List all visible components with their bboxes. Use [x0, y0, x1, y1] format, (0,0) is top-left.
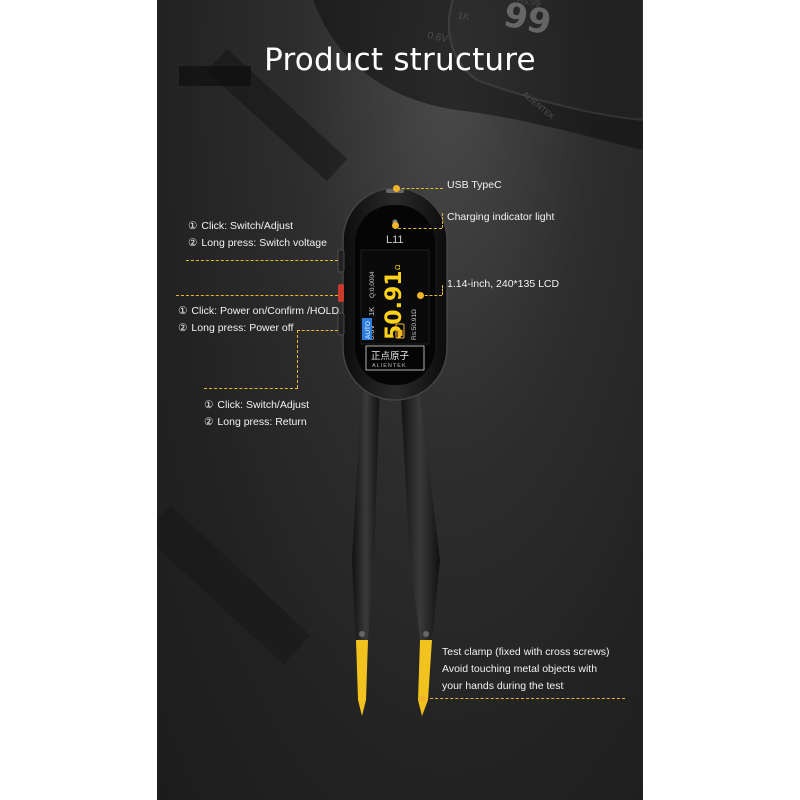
- leader-charging: [398, 228, 442, 229]
- power-button-click: Click: Power on/Confirm /HOLD: [191, 305, 340, 317]
- leader-top-button: [186, 260, 338, 261]
- left-arm: [352, 380, 380, 640]
- product-panel: 99 0.6V 1K Rs:99 ALIENTEK: [157, 0, 643, 800]
- side-button-power[interactable]: [338, 284, 344, 302]
- lcd-main-value: 50.91: [382, 270, 407, 340]
- leader-bottom-button-v: [297, 330, 298, 388]
- leader-bottom-button-h2: [204, 388, 298, 389]
- callout-clamp-line2: Avoid touching metal objects with: [442, 663, 598, 675]
- bottom-button-click: Click: Switch/Adjust: [217, 399, 310, 411]
- callout-lcd: 1.14-inch, 240*135 LCD: [447, 278, 560, 290]
- circled-two: ②: [204, 416, 214, 428]
- lcd-frequency: 1K: [367, 307, 376, 316]
- battery-level: [397, 330, 403, 336]
- brand-logo-box: [365, 345, 425, 371]
- leader-lcd: [420, 295, 442, 296]
- lcd-main-unit: Ω: [394, 264, 402, 270]
- ghost-label-voltage: 0.6V: [426, 30, 449, 45]
- leader-usb: [397, 188, 443, 189]
- right-screw: [423, 631, 429, 637]
- left-gold-tip: [356, 640, 368, 716]
- marker-usb: [393, 185, 400, 192]
- circled-one: ①: [188, 220, 198, 232]
- auto-badge-text: AUTO: [365, 321, 372, 339]
- marker-charging: [392, 222, 399, 229]
- leader-power-button: [176, 295, 338, 296]
- left-screw: [359, 631, 365, 637]
- leader-charging-v2: [442, 213, 443, 228]
- battery-icon: [395, 323, 405, 339]
- ghost-label-frequency: 1K: [456, 10, 471, 23]
- circled-two: ②: [188, 237, 198, 249]
- side-button-bottom[interactable]: [337, 312, 345, 336]
- callout-clamp-line1: Test clamp (fixed with cross screws): [442, 646, 610, 658]
- callout-usb-typec: USB TypeC: [447, 179, 502, 191]
- auto-badge: [362, 318, 372, 340]
- ghost-label-rs: Rs:99: [517, 0, 542, 9]
- page-title: Product structure: [264, 42, 536, 78]
- brand-name: ALIENTEK: [372, 363, 407, 369]
- bottom-button-long-press: Long press: Return: [217, 416, 307, 428]
- power-button-long-press: Long press: Power off: [191, 322, 294, 334]
- side-button-top[interactable]: [337, 249, 345, 273]
- watermark-mark: [179, 66, 251, 86]
- right-arm: [400, 380, 440, 640]
- leader-clamp: [425, 698, 625, 699]
- callout-charging-light: Charging indicator light: [447, 211, 555, 223]
- top-button-click: Click: Switch/Adjust: [201, 220, 294, 232]
- circled-one: ①: [178, 305, 188, 317]
- circled-one: ①: [204, 399, 214, 411]
- lcd-series-resistance: Rs:50.91Ω: [411, 309, 418, 340]
- model-label: L11: [386, 234, 404, 246]
- leader-bottom-button: [297, 330, 338, 331]
- top-button-long-press: Long press: Switch voltage: [201, 237, 327, 249]
- marker-lcd: [417, 292, 424, 299]
- marker-clamp: [419, 695, 426, 702]
- leader-lcd-v: [442, 285, 443, 295]
- brand-logo-text: 正点原子: [371, 351, 410, 362]
- lcd-q-value: Q:0.0004: [369, 271, 376, 298]
- callout-clamp-line3: your hands during the test: [442, 680, 564, 692]
- circled-two: ②: [178, 322, 188, 334]
